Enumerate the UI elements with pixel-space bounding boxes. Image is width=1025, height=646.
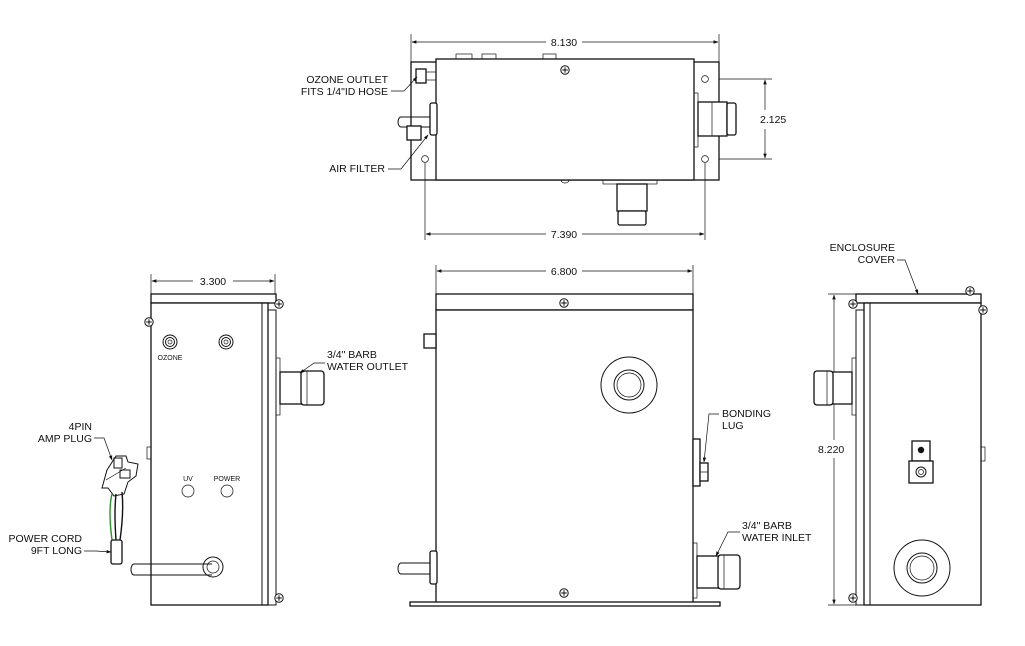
power-indicator-icon [220,484,234,498]
top-connector-1 [455,53,473,60]
power-cord-wires [109,491,124,565]
mount-hole-top-right-icon [701,75,709,83]
right-screw-top-right-icon [965,286,975,296]
top-view-body [435,58,695,181]
right-view-connector-icon [908,440,934,484]
callout-amp-plug-line2: AMP PLUG [38,433,92,445]
side-screw-bottom-icon [274,593,284,603]
side-cover-top [150,293,277,304]
callout-power-cord-line2: 9FT LONG [31,545,82,557]
ozone-label: OZONE [158,355,183,362]
front-body [435,309,694,606]
front-ozone-nipple [423,333,437,349]
right-side-view: 8.220 [813,242,988,606]
dim-front-width: 6.800 [435,265,694,294]
right-cover-top [855,293,982,304]
callout-ozone-outlet: OZONE OUTLET FITS 1/4"ID HOSE [301,74,418,98]
right-tab [980,446,986,462]
callout-enclosure-cover-line1: ENCLOSURE [830,242,895,254]
dim-side-depth: 3.300 [150,274,276,294]
right-screw-bottom-left-icon [848,593,858,603]
top-right-fitting [693,92,737,148]
callout-air-filter: AIR FILTER [329,134,429,175]
power-cord [130,556,224,578]
water-inlet-fitting [692,542,741,599]
callout-bonding-lug-line1: BONDING [722,408,771,420]
mount-hole-left-icon [421,155,429,163]
dim-top-hole-spacing-label: 7.390 [551,229,577,241]
side-screw-top-icon [274,299,284,309]
callout-ozone-outlet-line2: FITS 1/4"ID HOSE [301,86,388,98]
front-port-icon [600,356,658,414]
dim-right-height-label: 8.220 [818,444,844,456]
left-side-view: 3.300 OZONE UV POWER [9,274,409,606]
side-cover-edge [261,303,277,606]
callout-water-inlet-line1: 3/4" BARB [742,520,792,532]
top-view: 8.130 [301,34,786,241]
power-cord-boot [110,539,123,565]
mount-hole-bottom-right-icon [701,155,709,163]
callout-bonding-lug-line2: LUG [722,420,744,432]
top-connector-2 [481,53,497,60]
dim-top-height: 2.125 [719,78,786,160]
front-screw-bottom-icon [559,588,569,598]
front-view: 6.800 [397,265,812,607]
top-connector-3 [542,53,557,60]
top-bottom-fitting [602,179,658,226]
power-label: POWER [214,476,240,483]
uv-label: UV [183,476,193,483]
side-screw-left-icon [144,317,154,327]
ozone-port-icon [162,334,178,350]
water-outlet-fitting [275,357,325,416]
right-view-fitting [813,357,857,416]
callout-water-inlet-line2: WATER INLET [742,532,812,544]
callout-water-inlet: 3/4" BARB WATER INLET [715,520,812,557]
callout-enclosure-cover-line2: COVER [858,254,896,266]
amp-plug-icon [101,455,139,497]
callout-amp-plug-line1: 4PIN [69,421,92,433]
callout-bonding-lug: BONDING LUG [702,408,771,463]
callout-amp-plug: 4PIN AMP PLUG [38,421,113,461]
side-body [150,302,269,606]
callout-air-filter-label: AIR FILTER [329,163,385,175]
side-tab-left [146,446,152,460]
front-screw-top-icon [559,298,569,308]
callout-power-cord-line1: POWER CORD [9,533,83,545]
front-base-flange [409,601,721,607]
uv-indicator-icon [181,484,195,498]
dim-top-height-label: 2.125 [760,114,786,126]
dim-right-height: 8.220 [818,293,858,606]
dim-front-width-label: 6.800 [551,266,577,278]
callout-enclosure-cover: ENCLOSURE COVER [830,242,919,295]
dim-top-width-label: 8.130 [551,37,577,49]
callout-water-outlet-line1: 3/4" BARB [327,349,377,361]
dim-top-hole-spacing: 7.390 [424,163,706,241]
top-screw-bottom [560,179,570,184]
dim-top-width: 8.130 [410,34,720,72]
callout-water-outlet: 3/4" BARB WATER OUTLET [299,349,409,374]
right-screw-right-icon [978,305,988,315]
callout-power-cord: POWER CORD 9FT LONG [9,533,112,557]
ozone-outlet-nipple [415,68,436,84]
air-filter [397,102,438,141]
callout-ozone-outlet-line1: OZONE OUTLET [306,74,388,86]
dim-side-depth-label: 3.300 [200,276,226,288]
bonding-lug [692,438,709,487]
callout-water-outlet-line2: WATER OUTLET [327,361,409,373]
front-cord-stub [397,550,438,585]
top-screw-icon [560,65,570,75]
right-cover-edge [855,303,871,606]
side-port-2-icon [218,334,234,350]
right-view-port-icon [893,539,951,597]
right-screw-top-left-icon [848,299,858,309]
